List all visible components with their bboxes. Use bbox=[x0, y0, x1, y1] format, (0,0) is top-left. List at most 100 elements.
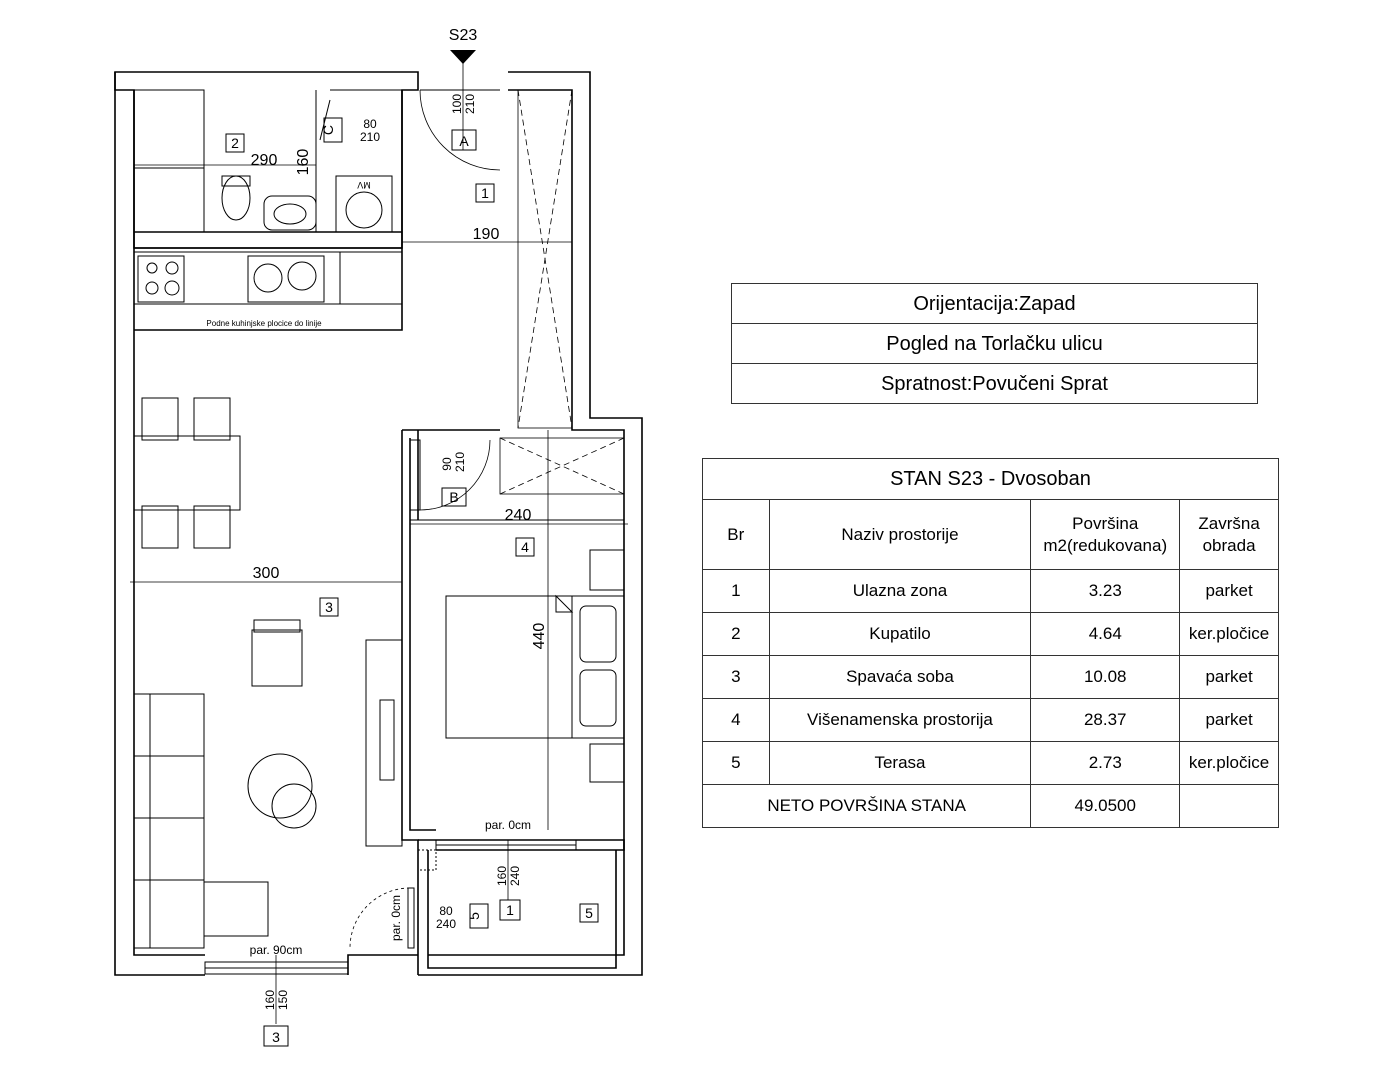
tv-stand-icon bbox=[365, 639, 403, 847]
dim-label: 160 bbox=[295, 149, 312, 176]
table-total-row: NETO POVRŠINA STANA 49.0500 bbox=[701, 784, 1279, 828]
room-tag: 2 bbox=[231, 135, 239, 151]
window-tag: 1 bbox=[506, 902, 514, 918]
cell-area: 2.73 bbox=[1030, 741, 1181, 785]
room-tag: 1 bbox=[481, 185, 489, 201]
dining-set bbox=[133, 397, 241, 549]
table-row: 3 Spavaća soba 10.08 parket bbox=[702, 655, 1279, 699]
kitchen-sink-icon bbox=[247, 255, 325, 303]
sill-height: par. 90cm bbox=[250, 943, 303, 957]
opening-size: 160 bbox=[263, 990, 277, 1010]
cell-br: 4 bbox=[702, 698, 770, 742]
sill-height: par. 0cm bbox=[389, 895, 403, 941]
washer-label: MV bbox=[357, 180, 371, 190]
opening-size: 240 bbox=[508, 866, 522, 886]
orientation-row: Orijentacija:Zapad bbox=[732, 284, 1257, 324]
opening-size: 160 bbox=[495, 866, 509, 886]
cell-br: 3 bbox=[702, 655, 770, 699]
room-tag: 5 bbox=[466, 912, 482, 920]
total-value: 49.0500 bbox=[1030, 784, 1181, 828]
table-title: STAN S23 - Dvosoban bbox=[702, 458, 1279, 500]
section-marker: S23 bbox=[449, 27, 478, 64]
cell-br: 1 bbox=[702, 569, 770, 613]
bedroom-furniture bbox=[445, 549, 625, 783]
window-tag: 3 bbox=[272, 1029, 280, 1045]
cell-area: 10.08 bbox=[1030, 655, 1181, 699]
cell-name: Terasa bbox=[768, 741, 1032, 785]
total-empty bbox=[1179, 784, 1279, 828]
table-row: 2 Kupatilo 4.64 ker.pločice bbox=[702, 612, 1279, 656]
dim-label: 240 bbox=[505, 507, 532, 524]
nightstand-icon bbox=[589, 549, 625, 591]
cell-finish: parket bbox=[1179, 569, 1279, 613]
cell-finish: parket bbox=[1179, 655, 1279, 699]
sill-height: par. 0cm bbox=[485, 818, 531, 832]
header-name: Naziv prostorije bbox=[768, 499, 1032, 570]
header-area: Površina m2(redukovana) bbox=[1030, 499, 1181, 570]
shower-tray bbox=[133, 89, 205, 233]
cell-name: Kupatilo bbox=[768, 612, 1032, 656]
room-area-table: STAN S23 - Dvosoban Br Naziv prostorije … bbox=[701, 458, 1279, 828]
room-tag: 4 bbox=[521, 539, 529, 555]
opening-size: 210 bbox=[360, 130, 380, 144]
door-tag: A bbox=[459, 133, 469, 149]
floor-row: Spratnost:Povučeni Sprat bbox=[881, 373, 1108, 395]
dim-label: 440 bbox=[531, 623, 548, 650]
table-row: 4 Višenamenska prostorija 28.37 parket bbox=[702, 698, 1279, 742]
kitchen-counter bbox=[133, 251, 403, 305]
opening-size: 100 bbox=[450, 94, 464, 114]
living-furniture bbox=[133, 619, 403, 949]
floor-plan: S23 I Z S J 290 160 190 240 300 440 Podn… bbox=[114, 27, 643, 1047]
coffee-table-icon bbox=[247, 753, 313, 819]
opening-size: 210 bbox=[463, 94, 477, 114]
table-row: 5 Terasa 2.73 ker.pločice bbox=[702, 741, 1279, 785]
room-tags bbox=[225, 117, 599, 1047]
cell-finish: parket bbox=[1179, 698, 1279, 742]
orientation-info-panel: Orijentacija:Zapad Pogled na Torlačku ul… bbox=[731, 283, 1258, 404]
opening-size: 150 bbox=[276, 990, 290, 1010]
opening-size: 80 bbox=[363, 117, 377, 131]
cell-area: 28.37 bbox=[1030, 698, 1181, 742]
opening-size: 240 bbox=[436, 917, 456, 931]
cell-br: 2 bbox=[702, 612, 770, 656]
entrance-wardrobe bbox=[499, 89, 625, 495]
header-finish: Završna obrada bbox=[1179, 499, 1279, 570]
header-area-line2: m2(redukovana) bbox=[1043, 535, 1168, 555]
nightstand-icon bbox=[589, 743, 625, 783]
dim-label: 290 bbox=[251, 152, 278, 169]
header-br: Br bbox=[702, 499, 770, 570]
cell-area: 4.64 bbox=[1030, 612, 1181, 656]
opening-size: 210 bbox=[453, 452, 467, 472]
doors bbox=[349, 89, 501, 949]
room-tag: 5 bbox=[585, 905, 593, 921]
door-tag: C bbox=[320, 125, 336, 135]
washing-machine-icon bbox=[335, 175, 393, 233]
section-marker-label: S23 bbox=[449, 27, 478, 44]
cell-br: 5 bbox=[702, 741, 770, 785]
table-row: 1 Ulazna zona 3.23 parket bbox=[702, 569, 1279, 613]
cell-finish: ker.pločice bbox=[1179, 612, 1279, 656]
dim-label: 300 bbox=[253, 565, 280, 582]
total-label: NETO POVRŠINA STANA bbox=[701, 784, 1032, 828]
cell-name: Višenamenska prostorija bbox=[768, 698, 1032, 742]
dimension-lines bbox=[130, 50, 628, 1024]
room-tag: 3 bbox=[325, 599, 333, 615]
stove-icon bbox=[137, 255, 185, 303]
walls bbox=[114, 71, 643, 976]
plan-labels: I Z S J 290 160 190 240 300 440 Podne ku… bbox=[206, 94, 548, 1010]
armchair-icon bbox=[251, 629, 303, 687]
header-finish-line2: obrada bbox=[1202, 535, 1256, 555]
cell-finish: ker.pločice bbox=[1179, 741, 1279, 785]
windows bbox=[204, 839, 577, 975]
opening-size: 80 bbox=[439, 904, 453, 918]
cell-name: Spavaća soba bbox=[768, 655, 1032, 699]
view-row: Pogled na Torlačku ulicu bbox=[732, 324, 1257, 364]
dim-label: 190 bbox=[473, 226, 500, 243]
door-tag: B bbox=[449, 489, 458, 505]
header-finish-line1: Završna bbox=[1198, 513, 1260, 533]
cell-name: Ulazna zona bbox=[768, 569, 1032, 613]
sofa-icon bbox=[133, 693, 205, 949]
opening-size: 90 bbox=[440, 457, 454, 471]
header-area-line1: Površina bbox=[1072, 513, 1139, 533]
bed-icon bbox=[445, 595, 625, 739]
